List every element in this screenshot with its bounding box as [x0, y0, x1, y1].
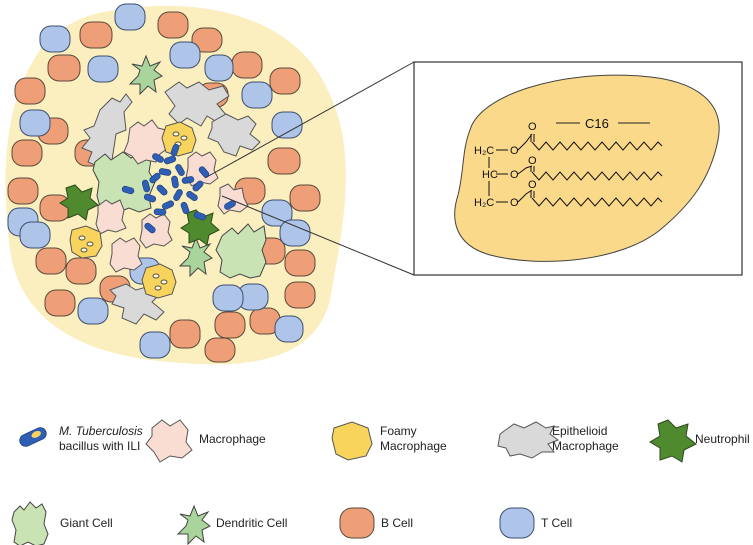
chem-h2c-top: H₂C [474, 145, 494, 157]
chem-o-2: O [510, 169, 519, 181]
b-cell [204, 337, 236, 363]
b-cell [7, 177, 39, 205]
triglyceride-structure: H₂C HC H₂C O O O O O O [474, 121, 663, 209]
t-cell [169, 41, 201, 69]
b-cell [157, 11, 189, 39]
legend-label-epithelioid-macrophage: Epithelioid Macrophage [552, 424, 619, 453]
giant-cell-group [92, 151, 267, 279]
chem-o-carbonyl-3: O [528, 179, 537, 191]
neutrophil [180, 209, 220, 246]
b-cell [47, 54, 81, 82]
legend-label-giant-cell: Giant Cell [60, 516, 113, 530]
dendritic-cell-group [128, 54, 213, 278]
b-cell [79, 21, 113, 49]
b-cell [231, 51, 263, 79]
b-cell [284, 281, 316, 309]
b-cell [269, 67, 301, 95]
foamy-macrophage-group [69, 121, 197, 299]
legend-label-mtb: M. Tuberculosis bacillus with ILI [59, 424, 143, 453]
t-cell [204, 54, 234, 82]
foamy-macrophage-icon [331, 421, 373, 461]
legend-label-t-cell: T Cell [541, 516, 573, 530]
giant-cell [215, 223, 267, 279]
neutrophil [59, 184, 99, 221]
t-cell [212, 284, 244, 312]
macrophage [139, 213, 173, 249]
legend-label-b-cell: B Cell [381, 516, 414, 530]
t-cell [39, 25, 71, 53]
b-cell [44, 289, 76, 317]
dendritic-cell [178, 236, 213, 278]
t-cell [274, 315, 304, 343]
chem-o-3: O [510, 197, 519, 209]
t-cell [19, 221, 51, 249]
chem-o-carbonyl-1: O [528, 121, 537, 133]
chem-o-1: O [510, 145, 519, 157]
epithelioid-macrophage-icon [497, 421, 560, 459]
b-cell-icon [339, 507, 375, 539]
chem-h2c-bottom: H₂C [474, 197, 494, 209]
epithelioid-macrophage [207, 113, 261, 157]
t-cell [19, 109, 51, 137]
legend-label-foamy-macrophage: Foamy Macrophage [380, 424, 447, 453]
foamy-macrophage [141, 263, 177, 299]
t-cell [241, 81, 273, 109]
foamy-macrophage [161, 121, 197, 157]
macrophage [95, 199, 127, 235]
b-cell [284, 249, 316, 277]
zoom-line-top [204, 61, 415, 179]
lipid-droplet [454, 74, 720, 262]
b-cell [35, 247, 67, 275]
legend-label-neutrophil: Neutrophil [695, 432, 750, 446]
giant-cell [92, 151, 156, 213]
t-cell-icon [499, 507, 535, 539]
t-cell [139, 331, 171, 359]
b-cell [267, 147, 301, 175]
b-cell [14, 77, 46, 105]
foamy-macrophage [69, 225, 103, 259]
t-cell [77, 297, 109, 325]
macrophage-icon [145, 419, 193, 463]
b-cell [39, 194, 71, 222]
b-cell [169, 319, 201, 349]
epithelioid-macrophage-group [81, 81, 261, 325]
b-cell [11, 139, 43, 167]
t-cell [279, 219, 311, 247]
c16-label: C16 [585, 116, 609, 131]
macrophage [109, 237, 143, 273]
b-cell [65, 257, 97, 285]
giant-cell-icon [11, 501, 49, 545]
neutrophil-group [59, 184, 220, 246]
bacillus-icon [19, 427, 47, 447]
b-cell [289, 184, 321, 212]
neutrophil-icon [649, 419, 697, 463]
macrophage [123, 119, 169, 165]
t-cell [261, 199, 293, 227]
t-cell [271, 111, 303, 139]
legend-label-macrophage: Macrophage [199, 432, 266, 446]
chem-hc: HC [482, 169, 498, 181]
b-cell [191, 27, 223, 53]
t-cell [87, 55, 119, 83]
dendritic-cell [128, 54, 163, 96]
b-cell [214, 311, 246, 339]
legend-label-dendritic-cell: Dendritic Cell [216, 516, 288, 530]
dendritic-cell-icon [176, 504, 211, 545]
zoom-line-bottom [221, 195, 415, 276]
chem-o-carbonyl-2: O [528, 155, 537, 167]
t-cell [114, 3, 146, 31]
